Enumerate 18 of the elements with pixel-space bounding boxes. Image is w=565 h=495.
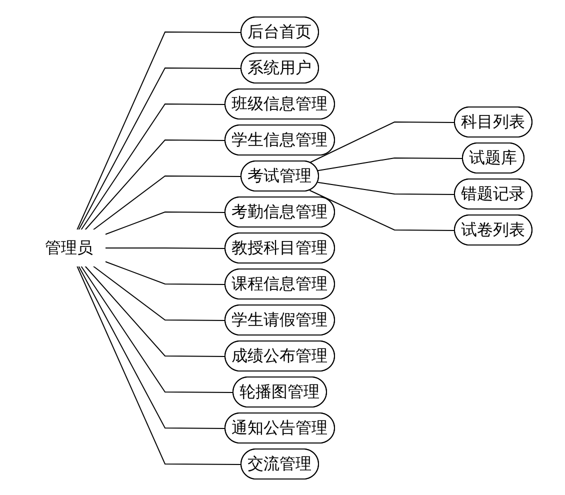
connector [104, 211, 226, 234]
connector [76, 265, 242, 464]
connector [80, 103, 226, 230]
connector [78, 265, 226, 428]
connector [84, 265, 226, 356]
connector [104, 247, 226, 248]
connector [78, 67, 242, 230]
connector [92, 175, 242, 230]
connector [317, 157, 464, 171]
connector [317, 181, 456, 194]
connector [104, 260, 226, 284]
connector [309, 121, 456, 163]
connector [309, 189, 456, 230]
connector [80, 265, 234, 392]
node-text: 管理员 [45, 237, 94, 256]
connector [84, 139, 226, 230]
connector [92, 265, 226, 320]
connector [76, 31, 242, 230]
